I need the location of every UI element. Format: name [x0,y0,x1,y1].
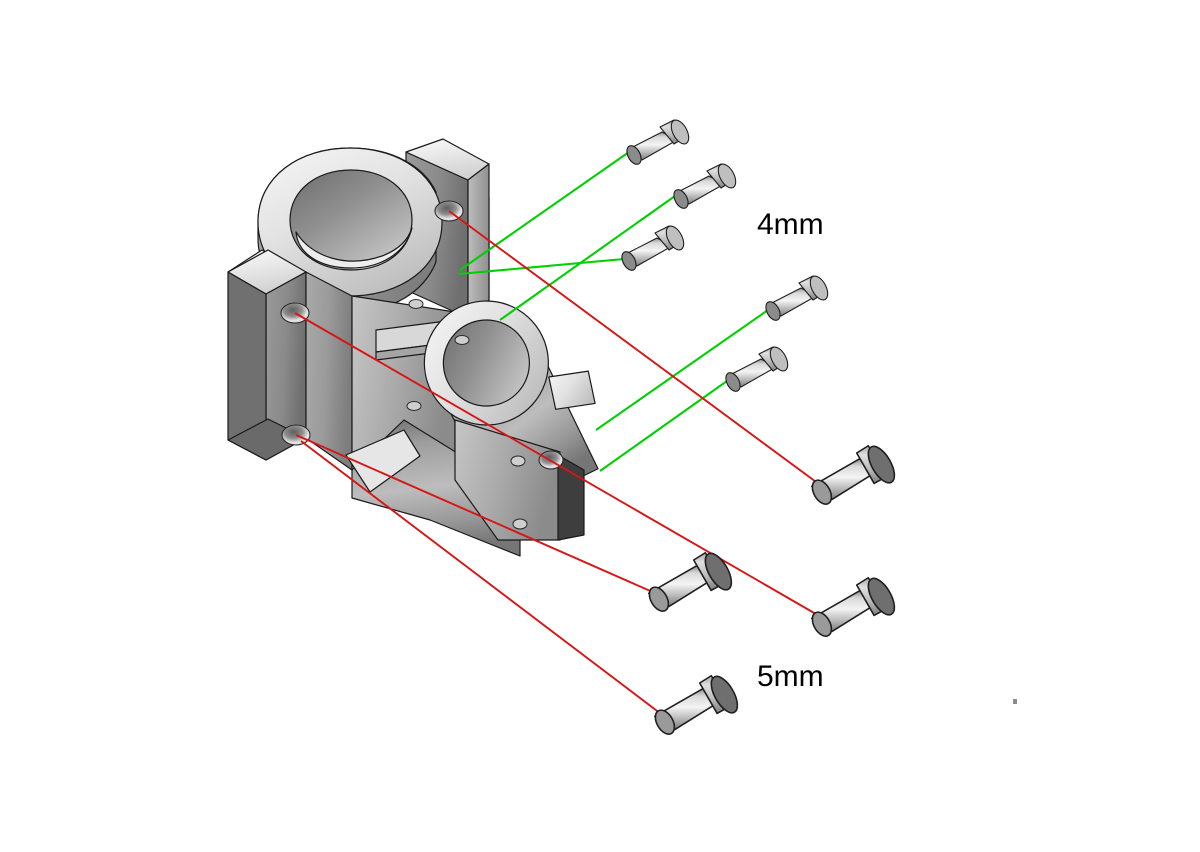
bracket-body-front [305,271,353,471]
pin-tip [648,586,670,612]
upper-clamp-bore-floor [295,227,413,269]
pin-head-face [867,445,896,484]
leader-green-1 [459,151,630,271]
pin-hole [454,335,470,345]
lower-clamp-ring-lug [548,370,596,410]
leader-lines-green [458,151,769,472]
leader-green-5 [599,380,728,472]
pin-hole [512,518,528,530]
pin-5mm-3 [810,576,896,637]
pin-head-face [665,225,685,251]
bracket-bottom-fillet [345,429,421,493]
bracket-pin-holes [406,299,528,530]
pin-tip [621,251,637,271]
pin-head-face [717,163,737,189]
pin-head-face [867,577,896,616]
pin-tip [811,479,833,505]
leader-green-2 [499,195,676,321]
pin-5mm-4 [653,674,739,735]
pin-4mm-2 [673,163,737,209]
fastener-group-4mm [621,119,829,392]
pin-4mm-3 [621,225,685,271]
pin-tip [654,709,676,735]
pin-head-face [809,275,829,301]
pin-tip [725,372,741,392]
leader-red-3 [295,434,665,598]
leader-green-3 [458,257,625,276]
pin-hole [408,299,424,309]
pin-tip [811,611,833,637]
upper-clamp-bore-inner [289,169,413,271]
pin-tip [626,145,642,165]
pin-tip [673,189,689,209]
pin-4mm-1 [626,119,690,165]
fastener-group-5mm [647,444,896,735]
dimension-label-5mm: 5mm [757,660,824,693]
pin-head-face [710,675,739,714]
pin-5mm-1 [810,444,896,505]
pin-4mm-4 [765,275,829,321]
leader-green-4 [595,309,769,431]
pin-hole [510,455,526,467]
bracket-upper-right-ear-side [467,163,490,319]
dimension-label-4mm: 4mm [757,208,824,241]
pin-head-face [704,552,733,591]
pin-4mm-5 [725,346,789,392]
leader-red-4 [300,440,670,721]
pin-hole [406,401,422,411]
pin-head-face [769,346,789,372]
pin-5mm-2 [647,551,733,612]
pin-tip [765,301,781,321]
pin-head-face [670,119,690,145]
leader-lines-red [294,210,829,721]
leader-red-2 [294,312,829,622]
leader-red-1 [448,210,828,491]
stray-speck-artifact [1013,699,1017,704]
